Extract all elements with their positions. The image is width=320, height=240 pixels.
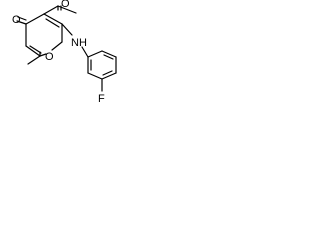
bond-c3-c2-double [45, 18, 60, 28]
bond-c4-c3 [25, 13, 45, 25]
bond-c5-c6 [25, 45, 41, 57]
ring-oxygen-label: O [45, 51, 54, 63]
bond-c2-amine [61, 23, 73, 36]
bond-ring-oxygen-left [51, 41, 63, 51]
bond-aryl-double-1 [103, 54, 114, 60]
amine-label: NH [71, 37, 87, 49]
bond-aryl-2 [101, 50, 117, 58]
bond-acetyl-carbon [43, 5, 59, 15]
bond-carbonyl-double [17, 16, 27, 21]
structure-canvas: O O O NH F [0, 0, 130, 111]
bond-aryl-1 [87, 50, 103, 58]
acetyl-oxygen-label: O [61, 0, 70, 10]
bond-carbonyl [16, 20, 27, 25]
bond-methyl [27, 55, 41, 65]
carbonyl-oxygen-label: O [12, 14, 21, 26]
bond-aryl-5 [87, 72, 103, 80]
bond-c3-c2 [43, 13, 63, 25]
bond-amine-aryl [81, 46, 89, 58]
fluorine-label: F [98, 93, 105, 105]
bond-c5-c6-double [29, 45, 42, 54]
bond-acetyl-methyl [57, 5, 77, 14]
bond-aryl-double-2 [102, 70, 113, 76]
bond-ring-oxygen-right [39, 53, 47, 57]
bond-aryl-4 [101, 72, 117, 80]
chemical-structure: O O O NH F [12, 0, 117, 105]
